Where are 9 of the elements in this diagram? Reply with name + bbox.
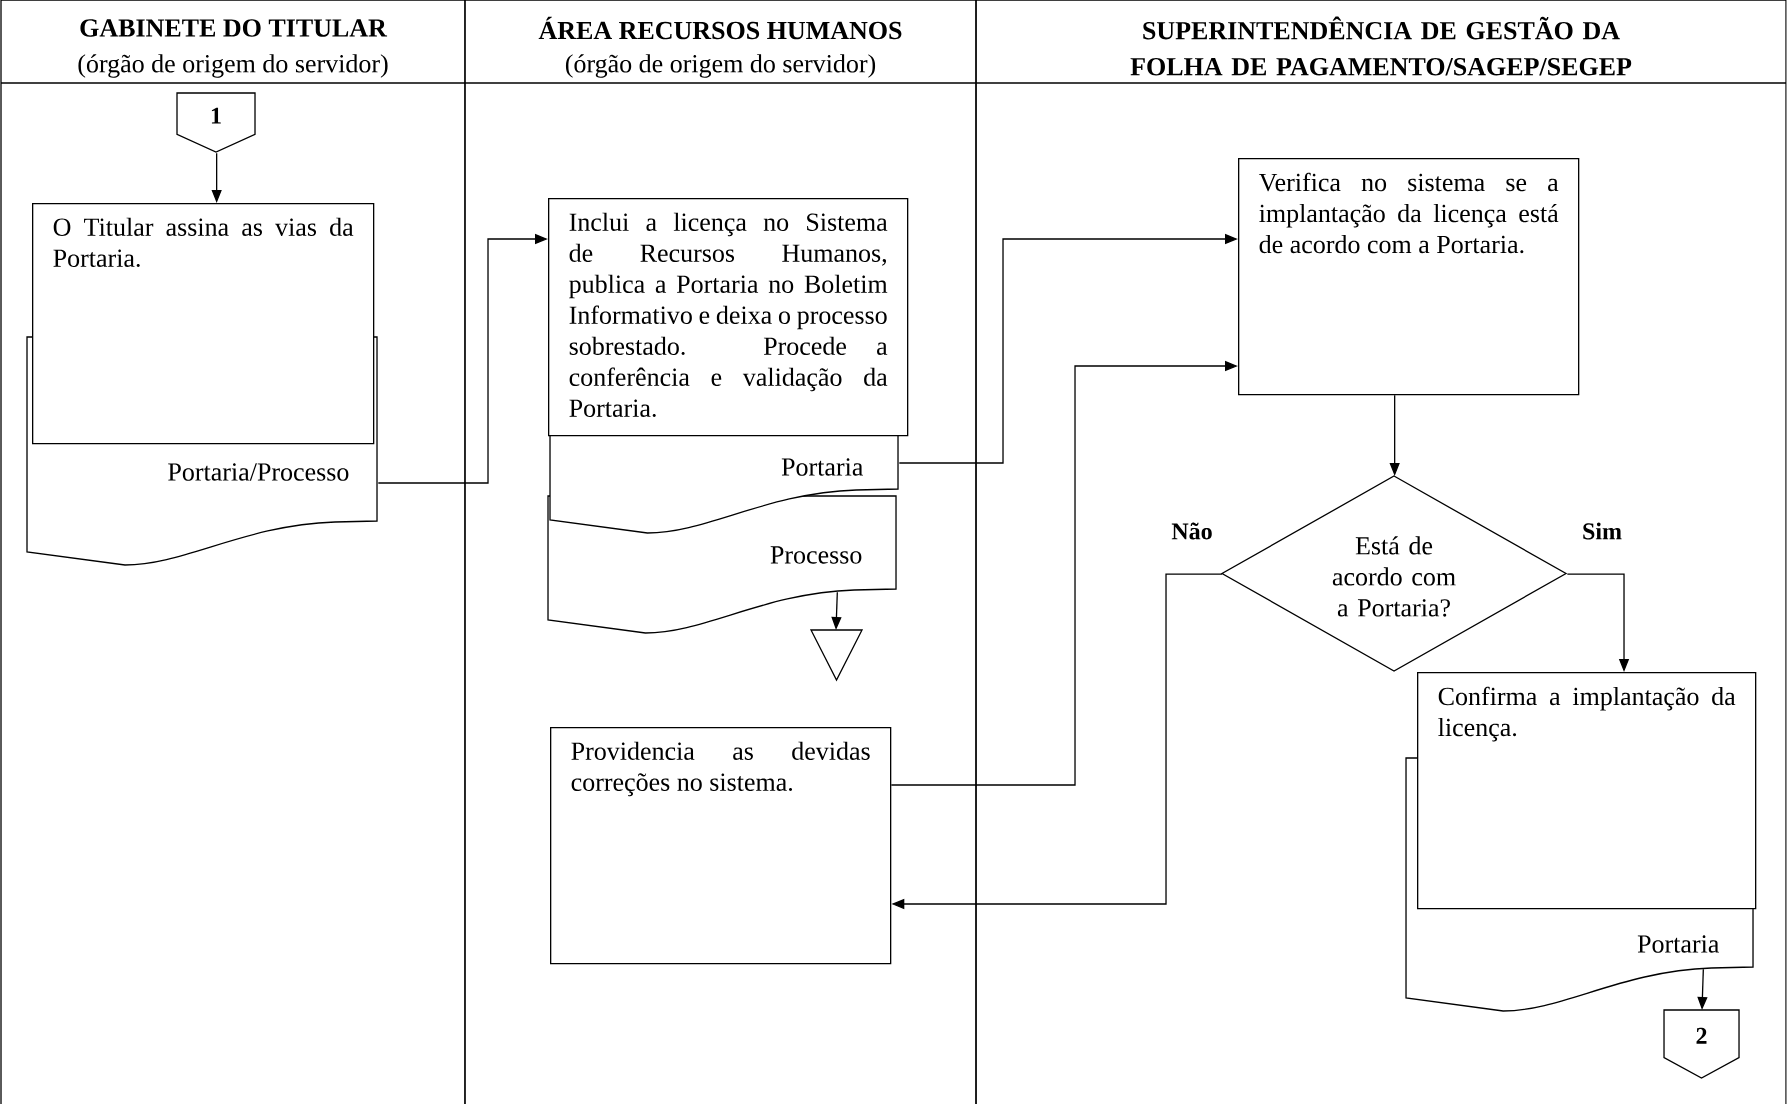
process-box: Providencia as devidas correções no sistema.: [550, 727, 892, 965]
edge-label: Não: [1169, 520, 1215, 542]
process-box: Inclui a licença no Sistema de Recursos Humanos, publica a Portaria no Boletim Informativo e deixa o processo sobrestado. Procede a conferência e validação da Portaria.: [548, 198, 909, 437]
off-page-connector: 1: [176, 92, 256, 153]
process-box: Verifica no sistema se a implantação da licença está de acordo com a Portaria.: [1238, 158, 1580, 396]
off-page-connector: 2: [1663, 1009, 1740, 1079]
process-box: Confirma a implantação da licença.: [1417, 672, 1757, 910]
edge-label: Sim: [1580, 520, 1624, 542]
process-box: O Titular assina as vias da Portaria.: [32, 203, 375, 445]
